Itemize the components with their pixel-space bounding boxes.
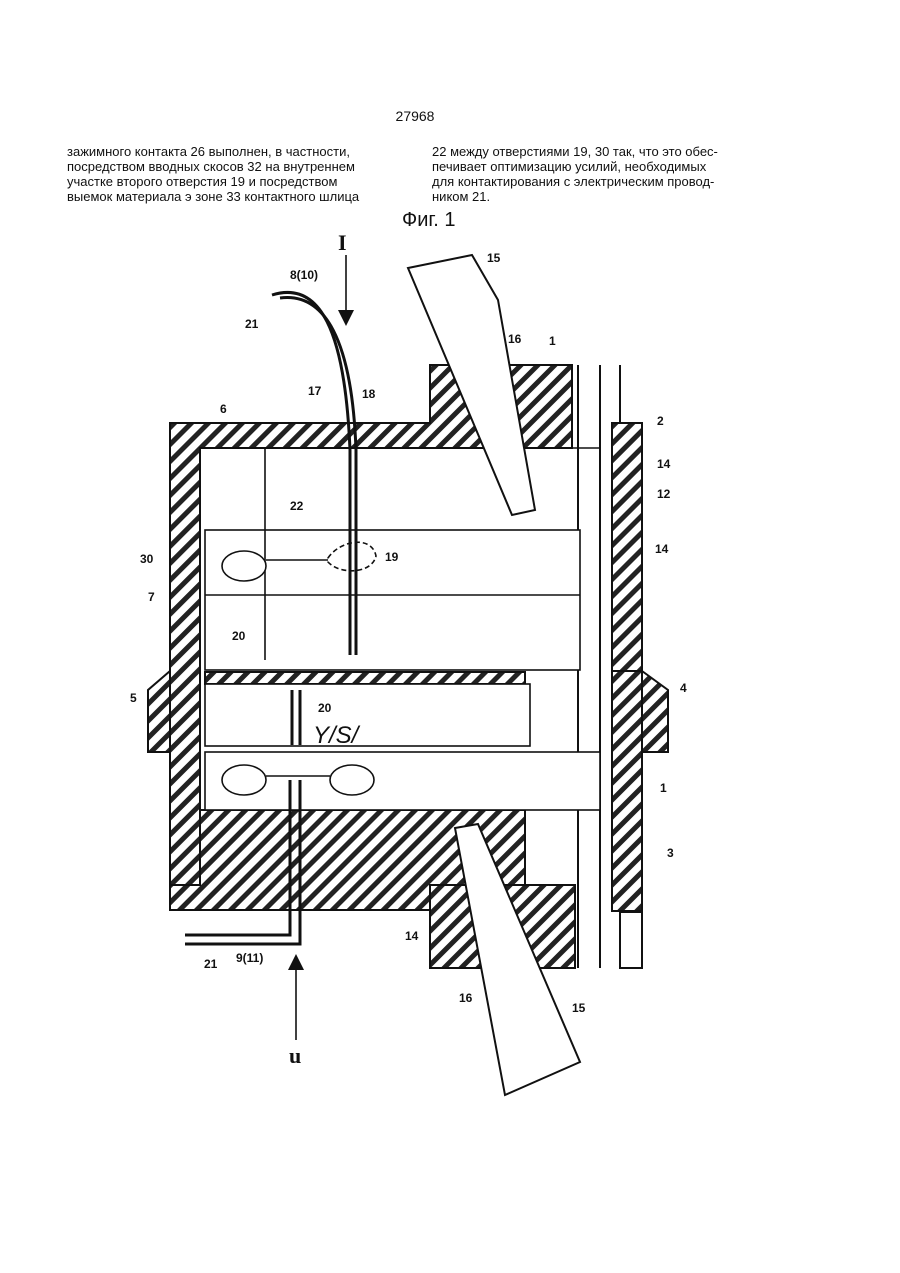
label-2: 2 [657, 414, 664, 428]
label-21: 21 [204, 957, 218, 971]
label-1: 1 [549, 334, 556, 348]
label-4: 4 [680, 681, 687, 695]
label-22: 22 [290, 499, 304, 513]
label-12: 12 [657, 487, 671, 501]
arrow-bottom-label: u [289, 1043, 301, 1068]
opening-lower-left [222, 765, 266, 795]
latch-4 [642, 671, 668, 752]
label-14: 14 [657, 457, 671, 471]
overlay-text: Y/S/ [313, 722, 361, 749]
label-14: 14 [405, 929, 419, 943]
label-21: 21 [245, 317, 259, 331]
contact-lower [205, 684, 600, 810]
label-7: 7 [148, 590, 155, 604]
channel-bottom [620, 912, 642, 968]
label-16: 16 [508, 332, 522, 346]
opening-lower-right [330, 765, 374, 795]
label-20: 20 [318, 701, 332, 715]
label-1: 1 [660, 781, 667, 795]
label-19: 19 [385, 550, 399, 564]
opening-30-upper [222, 551, 266, 581]
label-30: 30 [140, 552, 154, 566]
label-5: 5 [130, 691, 137, 705]
label-16: 16 [459, 991, 473, 1005]
middle-separator [205, 672, 525, 684]
arrow-top-label: I [338, 230, 347, 255]
label-15: 15 [487, 251, 501, 265]
contact-upper [200, 448, 600, 670]
label-6: 6 [220, 402, 227, 416]
housing-right-wall-lower [612, 671, 642, 911]
label-8-10: 8(10) [290, 268, 318, 282]
label-3: 3 [667, 846, 674, 860]
label-20: 20 [232, 629, 246, 643]
label-14: 14 [655, 542, 669, 556]
label-15: 15 [572, 1001, 586, 1015]
label-17: 17 [308, 384, 322, 398]
latch-5 [148, 671, 170, 752]
label-9-11: 9(11) [236, 951, 263, 965]
label-18: 18 [362, 387, 376, 401]
housing-right-wall-upper [612, 423, 642, 671]
